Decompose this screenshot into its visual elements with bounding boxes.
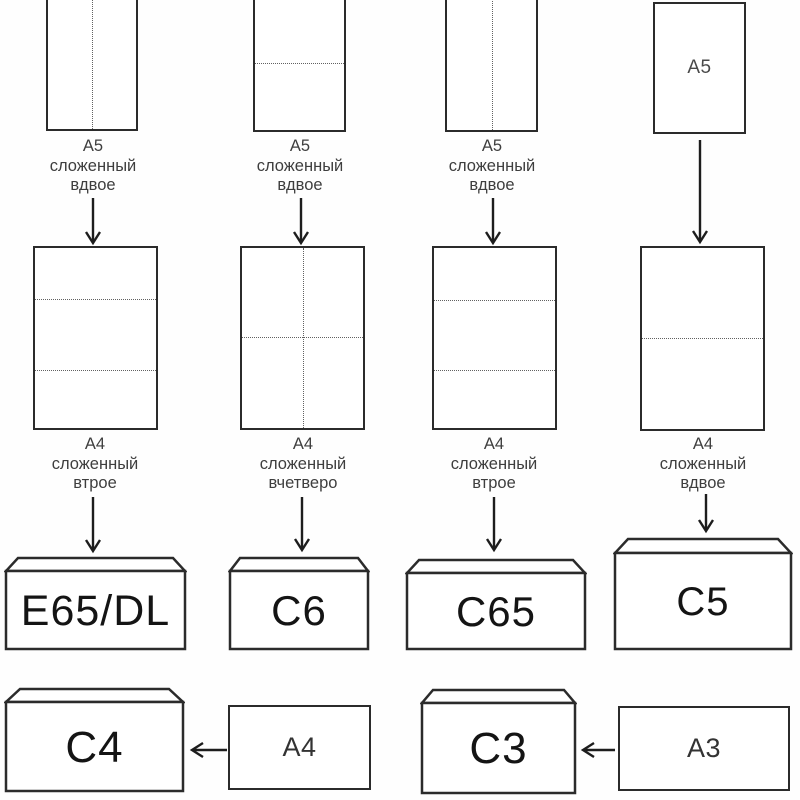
envelope-c5-label: С5 [676, 579, 730, 624]
envelope-face [228, 569, 370, 651]
caption-line: вчетверо [268, 474, 338, 492]
envelope-c65: С65 [405, 558, 587, 651]
fold-line-horizontal [642, 338, 763, 339]
envelope-flap [228, 556, 370, 573]
paper-a4-fold-thirds-col1 [33, 246, 158, 430]
envelope-face [420, 701, 577, 795]
caption-line: сложенный [256, 156, 344, 175]
caption-line: А5 [289, 137, 311, 155]
envelope-c3: С3 [420, 688, 577, 795]
paper-a4-source-label: А4 [282, 732, 317, 762]
arrow-down-icon [290, 198, 312, 246]
envelope-e65-dl-label: Е65/DL [20, 586, 171, 635]
envelope-flap [405, 558, 587, 575]
caption-a4-folded-thirds-col1: А4 сложенный втрое [20, 435, 170, 494]
paper-a4-fold-quarters-col2 [240, 246, 365, 430]
envelope-face [4, 569, 187, 651]
caption-a5-folded-half-col3: А5 сложенный вдвое [417, 137, 567, 196]
caption-line: вдвое [469, 176, 515, 194]
caption-line: А4 [84, 435, 106, 453]
paper-a5-fold-vertical-col1 [46, 0, 138, 131]
envelope-c65-label: С65 [455, 588, 537, 635]
paper-a3-source: А3 [618, 706, 790, 791]
paper-a5-fold-horizontal-col2 [253, 0, 346, 132]
envelope-flap [4, 556, 187, 573]
caption-a4-folded-quarters-col2: А4 сложенный вчетверо [228, 435, 378, 494]
caption-line: втрое [472, 474, 516, 492]
arrow-down-icon [291, 497, 313, 553]
caption-a5-folded-half-col1: А5 сложенный вдвое [18, 137, 168, 196]
envelope-face [4, 700, 185, 793]
arrow-down-icon [482, 198, 504, 246]
paper-a5-fold-vertical-col3 [445, 0, 538, 132]
envelope-c5-highlighted: С5 [613, 537, 793, 651]
envelope-face [405, 571, 587, 651]
envelope-flap [420, 688, 577, 705]
arrow-left-icon [579, 739, 616, 761]
fold-line-horizontal [434, 300, 555, 301]
caption-line: сложенный [259, 454, 347, 473]
paper-a4-source: А4 [228, 705, 371, 790]
paper-a4-fold-thirds-col3 [432, 246, 557, 430]
caption-line: вдвое [680, 474, 726, 492]
fold-line-horizontal [434, 370, 555, 371]
envelope-flap [4, 687, 185, 704]
envelope-e65-dl: Е65/DL [4, 556, 187, 651]
fold-line-vertical [92, 0, 93, 129]
fold-line-vertical [491, 0, 493, 130]
arrow-left-icon [188, 739, 228, 761]
envelope-c6: С6 [228, 556, 370, 651]
caption-line: вдвое [70, 176, 116, 194]
arrow-down-icon [82, 198, 104, 246]
caption-line: втрое [73, 474, 117, 492]
caption-line: А4 [292, 435, 314, 453]
caption-line: сложенный [51, 454, 139, 473]
envelope-c6-label: С6 [271, 587, 327, 634]
fold-line-horizontal [35, 299, 156, 300]
paper-a4-fold-half-col4 [640, 246, 765, 431]
caption-line: вдвое [277, 176, 323, 194]
caption-line: А5 [481, 137, 503, 155]
caption-line: сложенный [448, 156, 536, 175]
arrow-down-icon [695, 494, 717, 534]
paper-a3-source-label: А3 [686, 733, 722, 763]
fold-line-horizontal [242, 337, 363, 338]
caption-a4-folded-thirds-col3: А4 сложенный втрое [419, 435, 569, 494]
envelope-c4: С4 [4, 687, 185, 793]
caption-line: А4 [483, 435, 505, 453]
caption-a5-folded-half-col2: А5 сложенный вдвое [225, 137, 375, 196]
arrow-down-icon [82, 497, 104, 554]
envelope-c3-label: С3 [469, 724, 528, 773]
arrow-down-icon [483, 497, 505, 553]
envelope-flap [613, 537, 793, 555]
caption-line: А4 [692, 435, 714, 453]
paper-a5-plain-col4: А5 [653, 2, 746, 134]
caption-line: А5 [82, 137, 104, 155]
fold-line-horizontal [255, 63, 344, 64]
fold-line-horizontal [35, 370, 156, 371]
paper-a5-label: А5 [687, 57, 712, 78]
caption-a4-folded-half-col4: А4 сложенный вдвое [628, 435, 778, 494]
envelope-face [613, 551, 793, 651]
arrow-down-icon [689, 140, 711, 245]
caption-line: сложенный [659, 454, 747, 473]
envelope-c4-label: С4 [65, 722, 124, 772]
caption-line: сложенный [450, 454, 538, 473]
caption-line: сложенный [49, 156, 137, 175]
fold-line-vertical [302, 248, 304, 428]
